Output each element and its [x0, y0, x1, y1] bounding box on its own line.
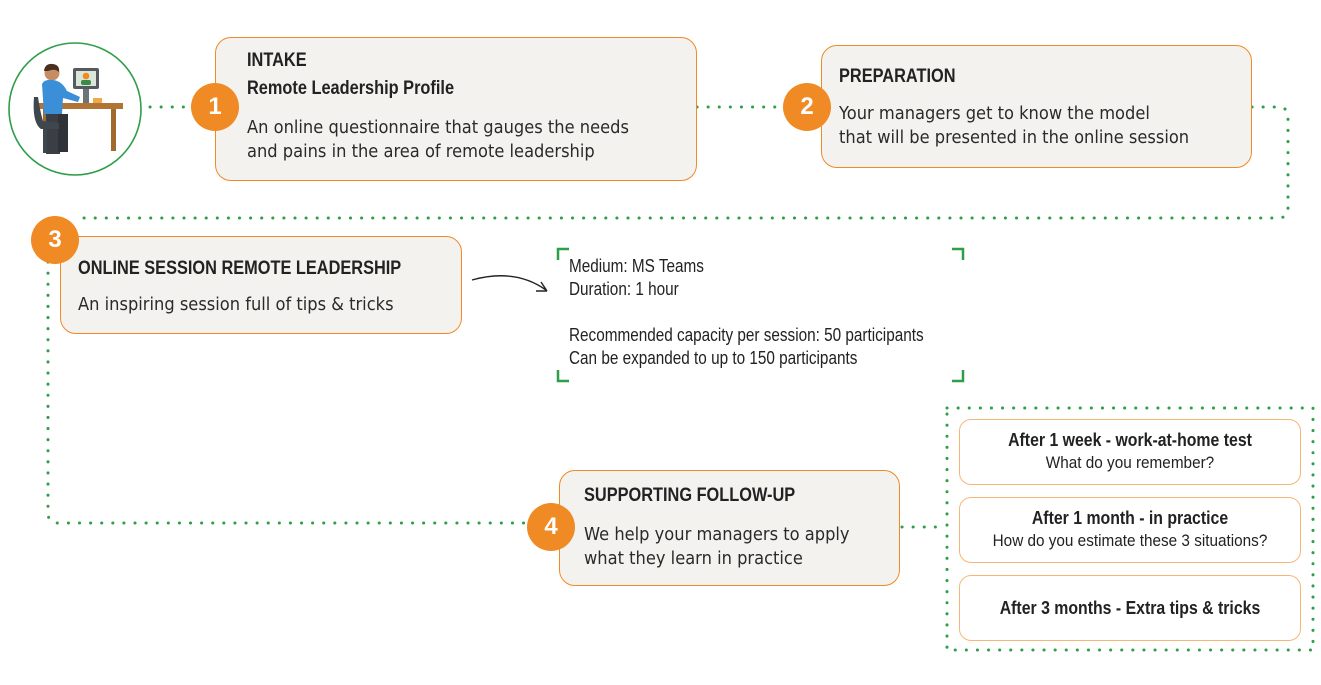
followup-month-title: After 1 month - in practice: [1031, 508, 1229, 528]
connector-step2-to-step3: [76, 105, 1290, 220]
step-4-number-badge: 4: [527, 503, 575, 551]
step-2-number-badge: 2: [783, 83, 831, 131]
connector-step3-to-step4: [46, 260, 528, 525]
session-duration: Duration: 1 hour: [569, 279, 679, 299]
step-1-card: INTAKE Remote Leadership Profile An onli…: [215, 37, 697, 181]
step-2-card: PREPARATION Your managers get to know th…: [821, 45, 1252, 168]
followup-three-months-title: After 3 months - Extra tips & tricks: [999, 598, 1261, 618]
info-corner-brackets: [556, 247, 965, 383]
followup-month-subtitle: How do you estimate these 3 situations?: [992, 531, 1268, 550]
step-1-subtitle: Remote Leadership Profile: [247, 78, 455, 99]
step-1-label: INTAKE: [247, 50, 307, 71]
followup-week-subtitle: What do you remember?: [1045, 453, 1215, 472]
followups-dotted-frame: [945, 406, 1315, 652]
followup-week-card: After 1 week - work-at-home test What do…: [959, 419, 1301, 485]
step-1-description-line-2: and pains in the area of remote leadersh…: [247, 142, 595, 162]
followup-week-title: After 1 week - work-at-home test: [1008, 430, 1252, 450]
step-4-label: SUPPORTING FOLLOW-UP: [584, 485, 796, 506]
followup-month-card: After 1 month - in practice How do you e…: [959, 497, 1301, 563]
step-4-description-line-1: We help your managers to apply: [584, 525, 850, 545]
step-3-description: An inspiring session full of tips & tric…: [78, 295, 394, 315]
session-expansion: Can be expanded to up to 150 participant…: [569, 348, 858, 368]
step-2-label: PREPARATION: [839, 66, 956, 87]
step-1-number-badge: 1: [191, 83, 239, 131]
session-medium: Medium: MS Teams: [569, 256, 704, 276]
step-3-label: ONLINE SESSION REMOTE LEADERSHIP: [78, 258, 402, 279]
step-2-description-line-2: that will be presented in the online ses…: [839, 128, 1190, 148]
arrow-to-session-info: [471, 275, 548, 292]
step-3-number-badge: 3: [31, 216, 79, 264]
session-capacity: Recommended capacity per session: 50 par…: [569, 325, 924, 345]
person-at-desk-icon: [8, 42, 142, 176]
step-4-card: SUPPORTING FOLLOW-UP We help your manage…: [559, 470, 900, 586]
step-4-description-line-2: what they learn in practice: [584, 549, 803, 569]
step-3-card: ONLINE SESSION REMOTE LEADERSHIP An insp…: [60, 236, 462, 334]
step-2-description-line-1: Your managers get to know the model: [839, 104, 1150, 124]
step-1-description-line-1: An online questionnaire that gauges the …: [247, 118, 629, 138]
followup-three-months-card: After 3 months - Extra tips & tricks: [959, 575, 1301, 641]
